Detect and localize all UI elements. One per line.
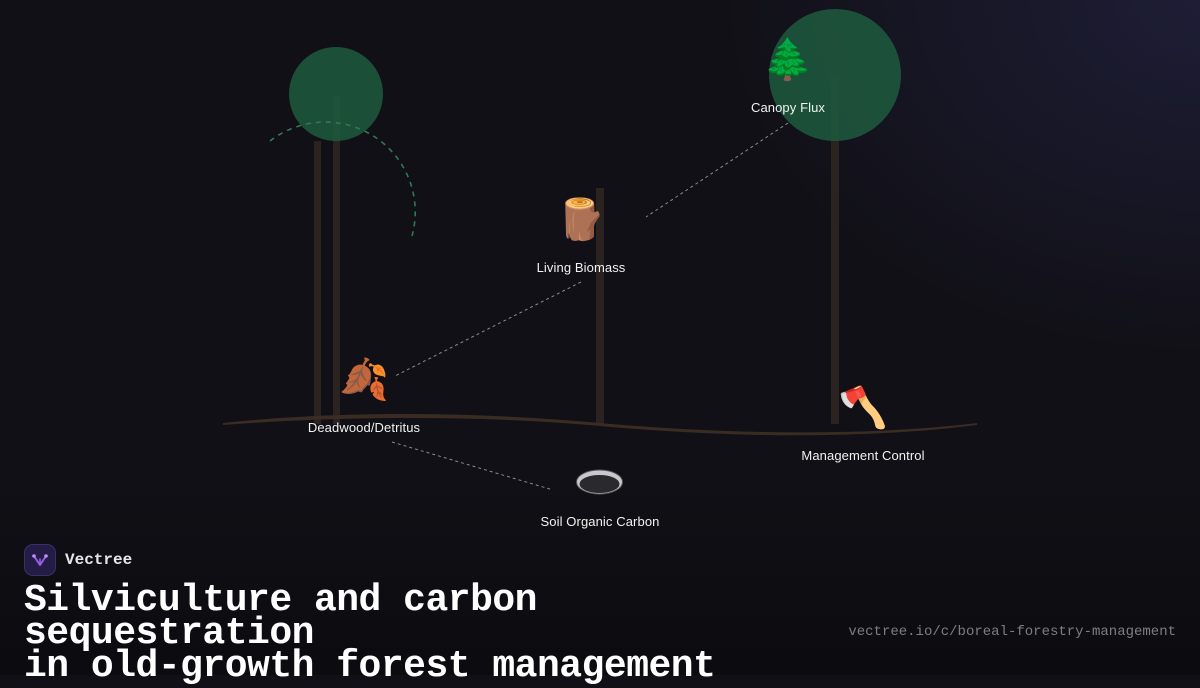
node-label: Management Control xyxy=(801,448,925,463)
tree-trunk-left-back xyxy=(314,141,321,424)
node-label: Deadwood/Detritus xyxy=(307,420,421,435)
node-soil-organic-carbon: Soil Organic Carbon xyxy=(541,468,660,529)
vectree-logo-icon xyxy=(24,544,56,576)
tree-trunk-center xyxy=(596,188,604,424)
node-canopy-flux: 🌲 Canopy Flux xyxy=(751,36,825,115)
ground-line xyxy=(223,413,977,436)
node-label: Living Biomass xyxy=(536,260,626,275)
title-line-1: Silviculture and carbon sequestration xyxy=(24,579,538,655)
brand: Vectree xyxy=(24,544,132,576)
title-line-2: in old-growth forest management xyxy=(24,645,716,688)
axe-icon: 🪓 xyxy=(838,385,888,431)
tree-canopy-right xyxy=(769,9,901,141)
node-label: Canopy Flux xyxy=(750,100,826,115)
soil-hole-icon xyxy=(576,469,624,495)
tree-canopy-left xyxy=(289,47,383,141)
tree-trunk-right xyxy=(831,75,839,424)
node-living-biomass: 🪵 Living Biomass xyxy=(537,196,626,275)
connector-biomass-deadwood xyxy=(394,281,582,377)
connector-canopy-biomass xyxy=(645,122,789,218)
evergreen-tree-icon: 🌲 xyxy=(763,37,813,83)
log-icon: 🪵 xyxy=(556,197,606,243)
fallen-leaves-icon: 🍂 xyxy=(339,357,389,403)
brand-name: Vectree xyxy=(65,551,133,569)
node-deadwood-detritus: 🍂 Deadwood/Detritus xyxy=(308,356,420,435)
node-management-control: 🪓 Management Control xyxy=(801,384,924,463)
canopy-dashed-arc xyxy=(269,121,417,237)
source-url[interactable]: vectree.io/c/boreal-forestry-management xyxy=(848,624,1176,640)
page-title: Silviculture and carbon sequestration in… xyxy=(24,579,844,688)
tree-trunk-left xyxy=(333,95,340,424)
connector-deadwood-soil xyxy=(391,441,554,491)
node-label: Soil Organic Carbon xyxy=(540,514,660,529)
